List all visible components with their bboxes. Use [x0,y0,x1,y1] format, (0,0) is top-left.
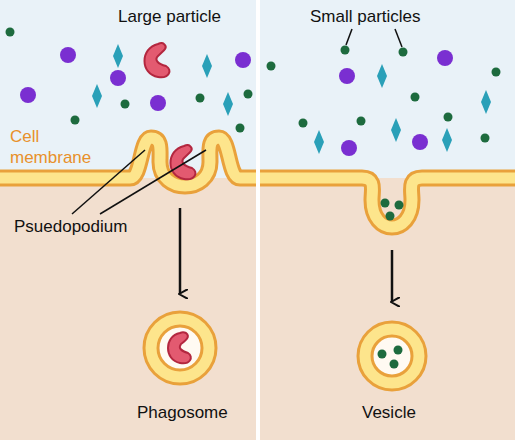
pseudopodium-label: Psuedopodium [14,216,127,237]
particle-label: Large particle [118,6,221,27]
vesicle-label: Vesicle [362,402,416,423]
membrane-label: Cell membrane [10,126,92,168]
phagosome-label: Phagosome [137,402,228,423]
particle-label: Small particles [310,6,421,27]
